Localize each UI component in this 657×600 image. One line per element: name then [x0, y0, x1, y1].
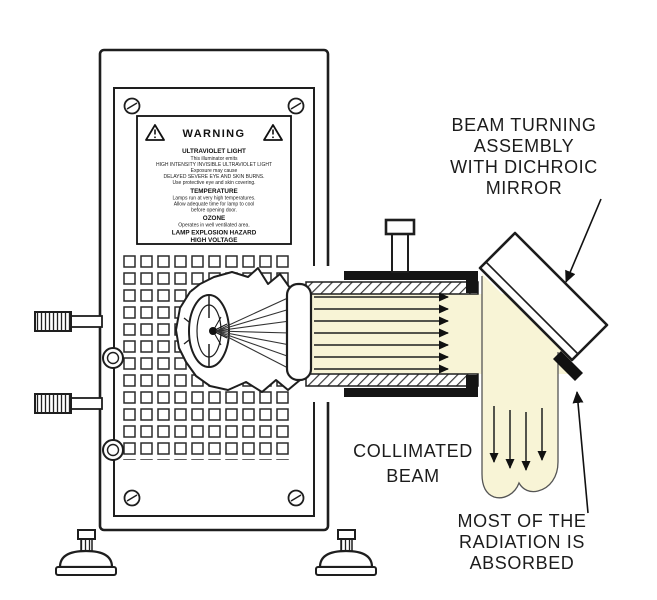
- tube-wall-hatch-bottom: [305, 373, 479, 387]
- tube-wall-hatch-top: [305, 281, 479, 295]
- tube-end-flange-top: [466, 271, 478, 293]
- collimated-beam-arrows: [314, 292, 449, 374]
- warning-text: HIGH INTENSITY INVISIBLE ULTRAVIOLET LIG…: [156, 162, 272, 168]
- corner-screw: [123, 97, 141, 115]
- beam-turning-callout: BEAM TURNING ASSEMBLY WITH DICHROIC MIRR…: [450, 115, 602, 283]
- panel-grommet: [102, 347, 124, 369]
- callout-text: BEAM TURNING: [452, 115, 597, 135]
- tube-outer-band-bottom: [344, 388, 472, 397]
- leveling-foot-left: [55, 529, 117, 576]
- warning-text: Allow adequate time for lamp to cool: [174, 202, 255, 208]
- reflected-beam-outline: [481, 276, 559, 499]
- mounting-stem-cap: [384, 218, 416, 236]
- callout-text: ASSEMBLY: [474, 136, 575, 156]
- collimated-beam-fill: [308, 294, 478, 374]
- light-ray-fan: [215, 296, 291, 370]
- callout-leader-arrow: [572, 391, 589, 514]
- arc-spark-line: [212, 323, 228, 332]
- warning-text: DELAYED SEVERE EYE AND SKIN BURNS.: [163, 174, 264, 180]
- warning-section-title: TEMPERATURE: [190, 188, 237, 195]
- warning-section-title: ULTRAVIOLET LIGHT: [182, 148, 246, 155]
- corner-screw: [287, 97, 305, 115]
- warning-section-title: LAMP EXPLOSION HAZARD: [172, 230, 257, 237]
- callout-text: COLLIMATED: [353, 441, 473, 461]
- corner-screw: [287, 489, 305, 507]
- reflected-beam: [481, 274, 559, 499]
- dichroic-mirror-surface: [485, 261, 579, 355]
- warning-title: WARNING: [183, 128, 246, 140]
- adjustment-knob-lower: [34, 393, 103, 414]
- warning-text: This illuminator emits: [191, 156, 238, 162]
- absorbed-callout: MOST OF THE RADIATION IS ABSORBED: [458, 391, 589, 573]
- warning-text: Operates in well ventilated area.: [178, 223, 249, 229]
- mounting-stem: [391, 233, 409, 273]
- warning-text: Use protective eye and skin covering.: [172, 180, 255, 186]
- warning-label: WARNING ULTRAVIOLET LIGHT This illuminat…: [136, 115, 292, 245]
- warning-triangle-icon: [263, 124, 283, 141]
- leveling-foot-right: [315, 529, 377, 576]
- warning-section-title: OZONE: [203, 215, 225, 222]
- tube-end-flange-bottom: [466, 375, 478, 397]
- reflected-beam-fill: [482, 274, 558, 498]
- arc-spark-line: [212, 330, 222, 346]
- adjustment-knob-upper: [34, 311, 103, 332]
- warning-text: Lamps run at very high temperatures.: [172, 196, 255, 202]
- callout-text: WITH DICHROIC: [450, 157, 598, 177]
- condenser-lens: [285, 282, 313, 382]
- callout-text: RADIATION IS: [459, 532, 585, 552]
- collimated-beam-callout: COLLIMATED BEAM: [353, 441, 473, 486]
- arc-spark-line: [212, 316, 222, 332]
- warning-triangle-icon: [145, 124, 165, 141]
- beam-turning-assembly: [478, 231, 609, 381]
- warning-text: Exposure may cause: [191, 168, 238, 174]
- warning-section-title: HIGH VOLTAGE: [191, 237, 238, 244]
- arc-spark-line: [212, 330, 228, 339]
- callout-leader-arrow: [565, 198, 602, 283]
- callout-text: BEAM: [386, 466, 439, 486]
- callout-text: ABSORBED: [470, 553, 575, 573]
- callout-text: MIRROR: [486, 178, 563, 198]
- tube-outer-band-top: [344, 271, 472, 280]
- lamp-housing: [175, 267, 301, 393]
- corner-screw: [123, 489, 141, 507]
- panel-grommet: [102, 439, 124, 461]
- collimating-tube: [305, 218, 479, 397]
- callout-text: MOST OF THE: [458, 511, 587, 531]
- beam-turning-housing: [478, 231, 609, 362]
- beam-stop-flange: [553, 351, 583, 381]
- warning-text: before opening door.: [191, 208, 237, 214]
